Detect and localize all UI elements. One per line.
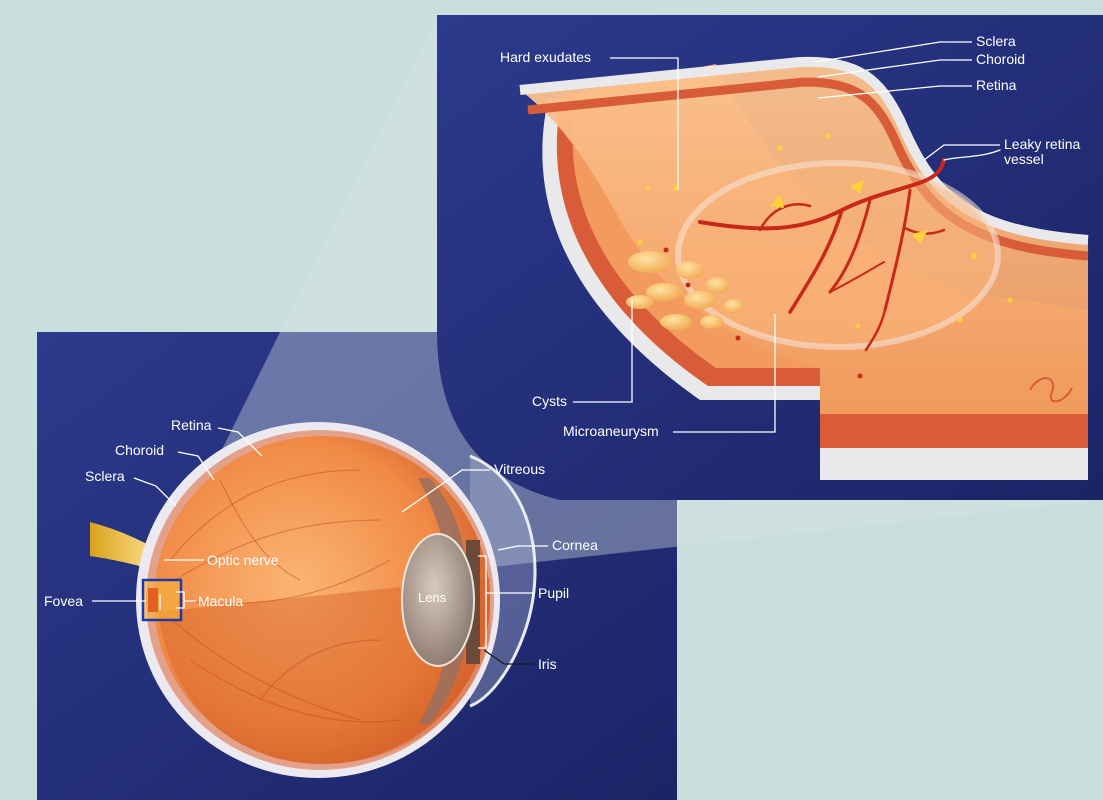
label-eye-vitreous: Vitreous xyxy=(494,461,545,477)
label-inset-choroid: Choroid xyxy=(976,51,1025,67)
label-eye-cornea: Cornea xyxy=(552,537,598,553)
label-eye-pupil: Pupil xyxy=(538,585,569,601)
label-eye-choroid: Choroid xyxy=(115,442,164,458)
label-eye-lens: Lens xyxy=(418,590,447,605)
label-eye-optic-nerve: Optic nerve xyxy=(207,552,279,568)
label-eye-retina: Retina xyxy=(171,417,212,433)
label-eye-fovea: Fovea xyxy=(44,593,83,609)
label-inset-sclera: Sclera xyxy=(976,33,1016,49)
fovea-spot xyxy=(148,588,158,612)
label-cysts: Cysts xyxy=(532,393,567,409)
label-leaky-vessel-line2: vessel xyxy=(1004,151,1044,167)
label-inset-retina: Retina xyxy=(976,77,1017,93)
label-hard-exudates: Hard exudates xyxy=(500,49,591,65)
label-eye-macula: Macula xyxy=(198,593,243,609)
label-microaneurysm: Microaneurysm xyxy=(563,423,659,439)
label-eye-sclera: Sclera xyxy=(85,468,125,484)
label-eye-iris: Iris xyxy=(538,656,557,672)
label-leaky-vessel-line1: Leaky retina xyxy=(1004,136,1080,152)
